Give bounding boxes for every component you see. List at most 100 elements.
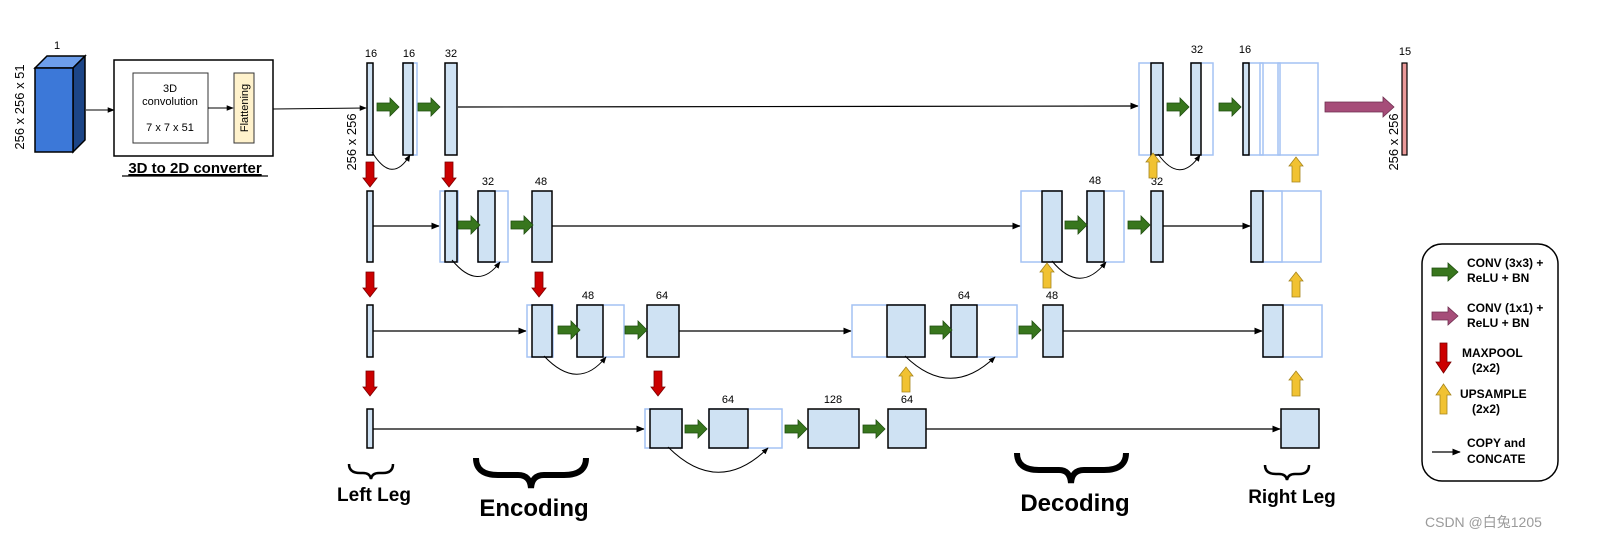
maxpool-arrow — [441, 161, 457, 188]
conv3x3-arrow — [557, 320, 581, 340]
flatten-label: Flattening — [239, 84, 251, 132]
conv1x1-arrow — [1324, 96, 1395, 118]
watermark: CSDN @白兔1205 — [1425, 514, 1542, 530]
upsample-arrows — [898, 152, 1304, 397]
upsample-arrow — [1288, 370, 1304, 397]
legend-conv1-icon — [1431, 306, 1459, 326]
channel-label: 32 — [445, 48, 457, 60]
feature-map — [886, 304, 926, 358]
legend-conv1-line2: ReLU + BN — [1467, 316, 1529, 330]
left-leg-brace — [347, 463, 395, 480]
feature-map — [950, 304, 978, 358]
channel-label: 64 — [901, 394, 913, 406]
skip-curve-arrow — [667, 446, 769, 473]
feature-map — [444, 62, 458, 156]
legend-conv1-line1: CONV (1x1) + — [1467, 301, 1543, 315]
channel-label: 128 — [824, 394, 842, 406]
right-leg-label: Right Leg — [1248, 487, 1336, 508]
legend-upsample-line2: (2x2) — [1472, 402, 1500, 416]
flatten-box — [233, 72, 255, 144]
feature-map — [366, 62, 374, 156]
grid-size-right: 256 x 256 — [1386, 113, 1401, 170]
legend-copy-line2: CONCATE — [1467, 452, 1525, 466]
right-leg-brace — [1263, 464, 1311, 481]
legend-maxpool-line1: MAXPOOL — [1462, 346, 1523, 360]
copy-arrow — [457, 102, 1139, 110]
copy-outline — [1277, 62, 1319, 156]
feature-map — [1262, 304, 1284, 358]
conv3d-title-2: convolution — [142, 96, 198, 108]
conv3x3-arrow — [684, 419, 708, 439]
conv3x3-arrow — [457, 215, 481, 235]
feature-map — [366, 190, 374, 263]
feature-map — [1041, 190, 1063, 263]
skip-curve-arrow — [1051, 260, 1107, 279]
encoding-brace — [473, 457, 589, 489]
legend-conv3-icon — [1431, 262, 1459, 282]
upsample-arrow — [898, 366, 914, 393]
channel-label: 48 — [582, 290, 594, 302]
feature-map — [1086, 190, 1105, 263]
channel-label: 48 — [1089, 175, 1101, 187]
channel-label: 48 — [1046, 290, 1058, 302]
feature-map — [1150, 190, 1164, 263]
feature-map — [1242, 62, 1250, 156]
maxpool-arrow — [650, 370, 666, 397]
conv3x3-arrow — [929, 320, 953, 340]
input-channels-label: 1 — [54, 40, 60, 52]
input-size-label: 256 x 256 x 51 — [12, 64, 27, 149]
feature-map — [531, 190, 553, 263]
upsample-arrow — [1039, 262, 1055, 289]
copy-outline — [1261, 190, 1322, 263]
legend-box — [1421, 243, 1559, 482]
channel-label: 64 — [958, 290, 970, 302]
maxpool-arrow — [531, 271, 547, 298]
decoding-brace — [1014, 452, 1129, 484]
channel-label: 32 — [1191, 44, 1203, 56]
conv3d-title-1: 3D — [163, 83, 177, 95]
feature-map — [366, 304, 374, 358]
feature-map — [444, 190, 458, 263]
legend-upsample-icon — [1435, 383, 1452, 415]
upsample-arrow — [1288, 156, 1304, 183]
conv3x3-arrows — [376, 97, 1242, 439]
copy-outline — [1259, 62, 1281, 156]
maxpool-arrows — [362, 161, 666, 397]
output-channels-label: 15 — [1399, 46, 1411, 58]
feature-map — [477, 190, 496, 263]
feature-map — [576, 304, 604, 358]
grid-size-left: 256 x 256 — [344, 113, 359, 170]
legend-maxpool-line2: (2x2) — [1472, 361, 1500, 375]
feature-map — [1190, 62, 1202, 156]
feature-map — [887, 408, 927, 449]
feature-map — [1042, 304, 1064, 358]
channel-label: 16 — [365, 48, 377, 60]
left-leg-label: Left Leg — [337, 485, 411, 506]
skip-curve-arrow — [543, 355, 607, 375]
conv3x3-arrow — [1218, 97, 1242, 117]
conv3x3-arrow — [1018, 320, 1042, 340]
conv3x3-arrow — [510, 215, 534, 235]
channel-label: 32 — [482, 176, 494, 188]
encoding-label: Encoding — [479, 495, 588, 522]
skip-curve-arrow — [1157, 153, 1201, 171]
conv3x3-arrow — [784, 419, 808, 439]
converter-caption: 3D to 2D converter — [128, 160, 262, 177]
decoding-label: Decoding — [1020, 490, 1129, 517]
channel-label: 16 — [1239, 44, 1251, 56]
feature-map — [1150, 62, 1164, 156]
feature-map — [1250, 190, 1264, 263]
skip-curve-arrow — [371, 151, 411, 170]
feature-map — [649, 408, 683, 449]
conv3d-kernel: 7 x 7 x 51 — [146, 122, 194, 134]
upsample-arrow — [1145, 152, 1161, 179]
maxpool-arrow — [362, 271, 378, 298]
channel-label: 16 — [403, 48, 415, 60]
copy-arrow — [272, 105, 367, 111]
legend-conv3-line2: ReLU + BN — [1467, 271, 1529, 285]
feature-map — [531, 304, 553, 358]
input-volume — [33, 54, 87, 154]
feature-map — [708, 408, 749, 449]
conv3x3-arrow — [1127, 215, 1151, 235]
output-map — [1401, 62, 1408, 156]
